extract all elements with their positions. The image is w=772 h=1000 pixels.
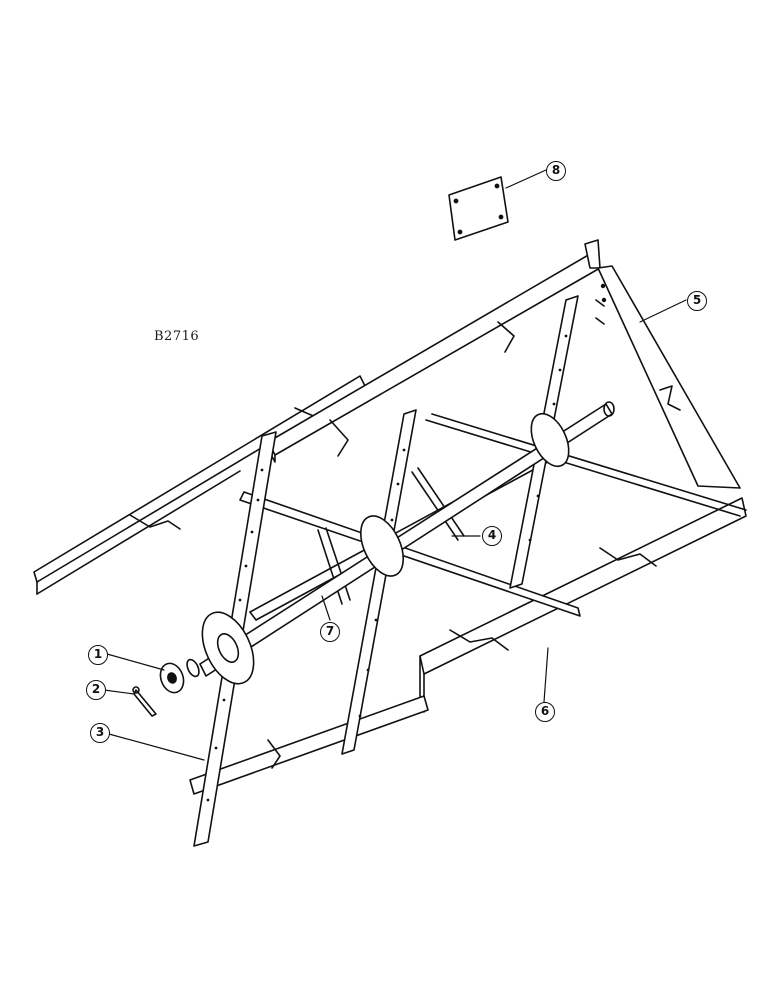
figure-id-label: B2716 — [154, 329, 200, 344]
left-side-panel — [33, 375, 366, 595]
callout-7: 7 — [320, 622, 340, 642]
washer-part-1 — [159, 662, 185, 694]
leader-lines — [103, 169, 687, 761]
axle-shaft-part-7 — [199, 401, 615, 677]
callout-5: 5 — [687, 291, 707, 311]
deck-panel-part-6 — [419, 497, 747, 713]
end-panel-part-5 — [595, 265, 741, 489]
bottom-beam — [189, 695, 429, 795]
wheel-hubs — [186, 412, 570, 685]
callout-8: 8 — [546, 161, 566, 181]
plate-part-8 — [448, 176, 509, 241]
diagonal-braces — [317, 467, 465, 605]
cotter-pin-part-2 — [132, 686, 157, 717]
callout-3: 3 — [90, 723, 110, 743]
callout-4: 4 — [482, 526, 502, 546]
callout-6: 6 — [535, 702, 555, 722]
callout-2: 2 — [86, 680, 106, 700]
callout-1: 1 — [88, 645, 108, 665]
